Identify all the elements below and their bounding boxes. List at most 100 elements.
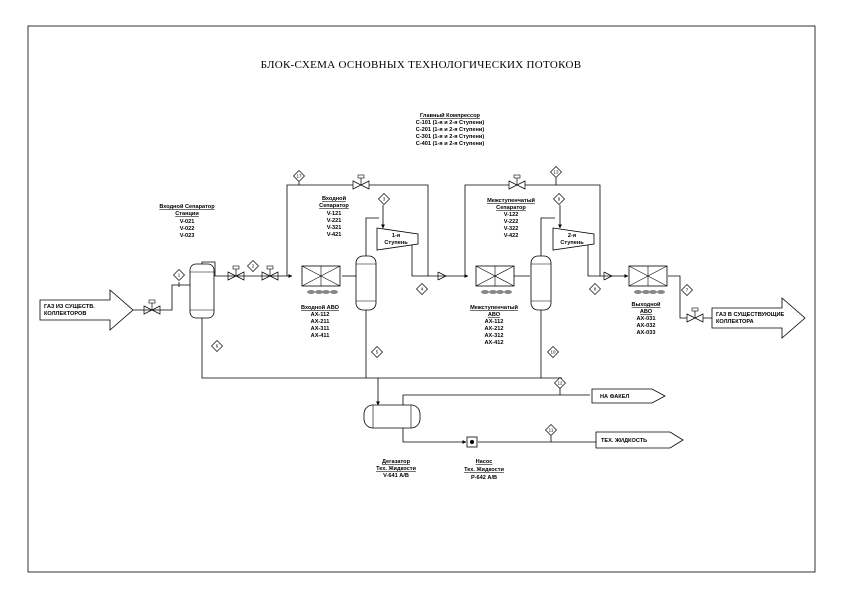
- interstage-avo-tag: AX-312: [485, 333, 504, 339]
- stream-tag-number: 17: [296, 174, 302, 179]
- stream-tag: 2: [247, 260, 259, 272]
- main-compressor-line: C-401 (1-я и 2-я Ступени): [416, 141, 485, 147]
- compressor-stage1[interactable]: 1-я Ступень: [376, 227, 419, 251]
- outlet-avo-title: Выходной: [632, 301, 661, 308]
- stream-tag: 11: [545, 424, 557, 436]
- liquid-arrow-label: ТЕХ. ЖИДКОСТЬ: [601, 438, 647, 444]
- inlet-scrubber-title: Входной: [322, 195, 347, 202]
- stage1-label: Ступень: [384, 240, 408, 246]
- interstage-separator-label: Межступенчатый Сепаратор V-122 V-222 V-3…: [487, 197, 535, 239]
- interstage-avo-tag: AX-212: [485, 326, 504, 332]
- inlet-arrow-label: ГАЗ ИЗ СУЩЕСТВ.: [44, 304, 95, 310]
- flare-arrow-label: НА ФАКЕЛ: [600, 394, 629, 400]
- outlet-avo-label: Выходной АВО AX-031 AX-032 AX-033: [632, 301, 661, 336]
- inlet-scrubber-vessel[interactable]: [355, 255, 377, 311]
- interstage-separator-title: Сепаратор: [496, 205, 526, 211]
- outlet-gas-arrow: ГАЗ В СУЩЕСТВУЮЩИЕ КОЛЛЕКТОРА: [711, 297, 806, 339]
- stream-tag-number: 6: [216, 344, 219, 349]
- inlet-separator-tag: V-023: [180, 233, 195, 239]
- outlet-avo-tag: AX-033: [637, 330, 656, 336]
- interstage-avo-title: АВО: [488, 312, 501, 318]
- interstage-avo-label: Межступенчатый АВО AX-112 AX-212 AX-312 …: [470, 304, 518, 346]
- inlet-scrubber-title: Сепаратор: [319, 203, 349, 209]
- inlet-avo-tag: AX-411: [311, 333, 330, 339]
- stream-tag-number: 8: [594, 287, 597, 292]
- pump-label: Насос Тех. Жидкости P-642 А/В: [464, 459, 504, 481]
- inlet-avo-tag: AX-112: [311, 312, 330, 318]
- interstage-separator-tag: V-322: [504, 226, 519, 232]
- stage2-label: 2-я: [568, 233, 576, 239]
- main-compressor-title: Главный Компрессор: [420, 112, 481, 119]
- drawing-frame: [27, 25, 816, 573]
- inlet-separator-tag: V-021: [180, 219, 195, 225]
- pump[interactable]: [466, 436, 478, 448]
- flare-arrow: НА ФАКЕЛ: [591, 388, 666, 404]
- stream-tag: 5: [371, 346, 383, 358]
- stage1-label: 1-я: [392, 233, 400, 239]
- interstage-avo-cooler[interactable]: [475, 265, 515, 294]
- check-valve[interactable]: [603, 271, 613, 281]
- stream-tag-number: 11: [549, 428, 554, 433]
- degasser-title: Дегазатор: [382, 459, 411, 465]
- stage2-label: Ступень: [560, 240, 584, 246]
- outlet-avo-cooler[interactable]: [628, 265, 668, 294]
- fan-icon: [481, 290, 512, 294]
- stream-tag: 17: [293, 170, 305, 182]
- main-compressor-label: Главный Компрессор C-101 (1-я и 2-я Ступ…: [416, 112, 485, 147]
- interstage-avo-tag: AX-412: [485, 340, 504, 346]
- stream-tag: 1: [173, 269, 185, 281]
- stream-tag-number: 3: [383, 197, 386, 202]
- main-compressor-line: C-301 (1-я и 2-я Ступени): [416, 134, 485, 140]
- outlet-arrow-label: КОЛЛЕКТОРА: [716, 319, 754, 325]
- stream-tag-number: 10: [550, 350, 556, 355]
- valve[interactable]: [508, 174, 526, 190]
- inlet-avo-tag: AX-311: [311, 326, 330, 332]
- stream-tag: 13: [550, 166, 562, 178]
- fan-icon: [307, 290, 338, 294]
- fan-icon: [634, 290, 665, 294]
- interstage-separator-tag: V-222: [504, 219, 519, 225]
- inlet-scrubber-tag: V-221: [327, 218, 342, 224]
- stream-tag: 8: [589, 283, 601, 295]
- inlet-separator-title: Входной Сепаратор: [159, 203, 215, 210]
- valve[interactable]: [261, 265, 279, 281]
- stream-tag-number: 12: [557, 381, 563, 386]
- inlet-gas-arrow: ГАЗ ИЗ СУЩЕСТВ. КОЛЛЕКТОРОВ: [39, 289, 134, 331]
- liquid-arrow: ТЕХ. ЖИДКОСТЬ: [595, 431, 684, 449]
- main-compressor-line: C-201 (1-я и 2-я Ступени): [416, 127, 485, 133]
- inlet-separator-tag: V-022: [180, 226, 195, 232]
- stream-tag-number: 9: [558, 197, 561, 202]
- degasser-label: Дегазатор Тех. Жидкости V-641 А/В: [376, 459, 416, 479]
- stream-tag-number: 13: [553, 170, 559, 175]
- valve[interactable]: [143, 299, 161, 315]
- outlet-avo-title: АВО: [640, 309, 653, 315]
- interstage-separator-vessel[interactable]: [530, 255, 552, 311]
- interstage-avo-tag: AX-112: [485, 319, 504, 325]
- stream-tag-number: 2: [252, 264, 255, 269]
- stream-tag-number: 1: [178, 273, 181, 278]
- inlet-scrubber-label: Входной Сепаратор V-121 V-221 V-321 V-42…: [319, 195, 349, 238]
- stream-tag-number: 5: [376, 350, 379, 355]
- stream-tag-number: 4: [421, 287, 424, 292]
- interstage-separator-title: Межступенчатый: [487, 197, 535, 204]
- check-valve[interactable]: [437, 271, 447, 281]
- inlet-separator-label: Входной Сепаратор Станции V-021 V-022 V-…: [159, 203, 215, 239]
- pump-title: Насос: [476, 459, 493, 465]
- outlet-avo-tag: AX-032: [637, 323, 656, 329]
- diagram-title: БЛОК-СХЕМА ОСНОВНЫХ ТЕХНОЛОГИЧЕСКИХ ПОТО…: [261, 59, 582, 71]
- stream-tag: 3: [378, 193, 390, 205]
- interstage-separator-tag: V-122: [504, 212, 519, 218]
- inlet-avo-title: Входной АВО: [301, 304, 340, 311]
- stream-tag: 4: [416, 283, 428, 295]
- inlet-separator-vessel[interactable]: [189, 263, 215, 319]
- valve[interactable]: [227, 265, 245, 281]
- valve[interactable]: [686, 307, 704, 323]
- valve[interactable]: [352, 174, 370, 190]
- process-lines: [133, 178, 712, 444]
- degasser-vessel[interactable]: [363, 404, 421, 429]
- compressor-stage2[interactable]: 2-я Ступень: [552, 227, 595, 251]
- inlet-avo-cooler[interactable]: [301, 265, 341, 294]
